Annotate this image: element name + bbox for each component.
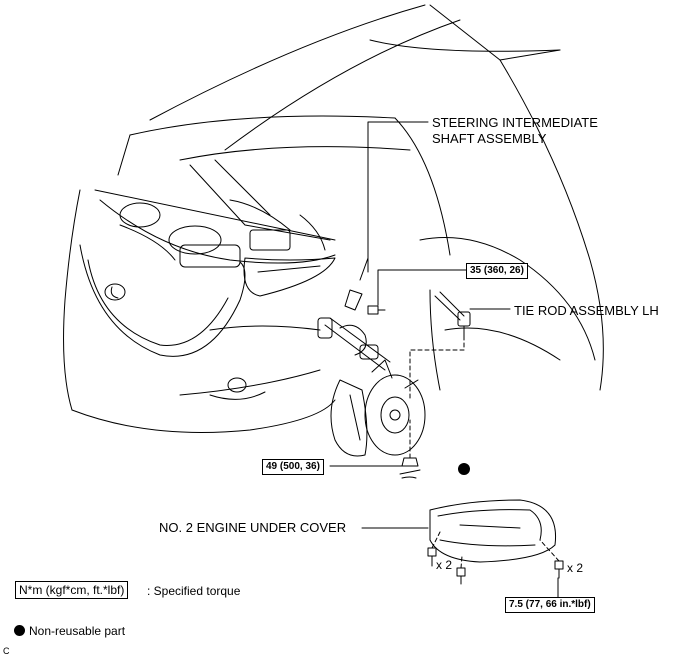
vehicle-body — [63, 189, 596, 433]
left-bolt-quantity: x 2 — [436, 558, 453, 572]
cover-bolt-right — [554, 560, 564, 579]
vehicle-windshield — [149, 4, 604, 391]
legend-torque-unit-box: N*m (kgf*cm, ft.*lbf) — [15, 581, 129, 599]
cover-bolt-center — [456, 567, 466, 585]
nonreusable-marker-icon — [458, 463, 470, 475]
vehicle-hood — [117, 115, 451, 256]
leader-lines — [329, 121, 559, 599]
steering-shaft-label-line2: SHAFT ASSEMBLY — [432, 131, 547, 146]
tie-rod-nut — [399, 457, 421, 479]
tie-rod — [434, 291, 471, 337]
cover-bolt-left — [427, 547, 437, 567]
torque-box-cover-bolts: 7.5 (77, 66 in.*lbf) — [505, 597, 595, 613]
headlight — [243, 257, 336, 297]
brake-disc-assembly — [330, 359, 426, 457]
under-cover-label: NO. 2 ENGINE UNDER COVER — [159, 520, 347, 535]
legend-torque-description: : Specified torque — [147, 584, 241, 598]
shaft-bolt — [367, 305, 386, 315]
right-bolt-quantity: x 2 — [567, 561, 584, 575]
legend-nonreusable-icon — [14, 625, 25, 636]
engine-under-cover — [429, 499, 557, 563]
steering-gear-assembly — [317, 257, 391, 371]
figure-code: C — [3, 646, 10, 656]
steering-shaft-label: STEERING INTERMEDIATE SHAFT ASSEMBLY — [432, 115, 598, 147]
torque-box-shaft-bolt: 35 (360, 26) — [466, 263, 528, 279]
engine-compartment — [94, 189, 336, 268]
front-grille — [79, 244, 246, 357]
steering-shaft-label-line1: STEERING INTERMEDIATE — [432, 115, 598, 130]
fog-lamp — [209, 377, 266, 400]
torque-box-tie-rod-nut: 49 (500, 36) — [262, 459, 324, 475]
dashed-assembly-lines — [409, 335, 560, 569]
tie-rod-label: TIE ROD ASSEMBLY LH — [514, 303, 659, 318]
legend-nonreusable-label: Non-reusable part — [29, 624, 126, 638]
